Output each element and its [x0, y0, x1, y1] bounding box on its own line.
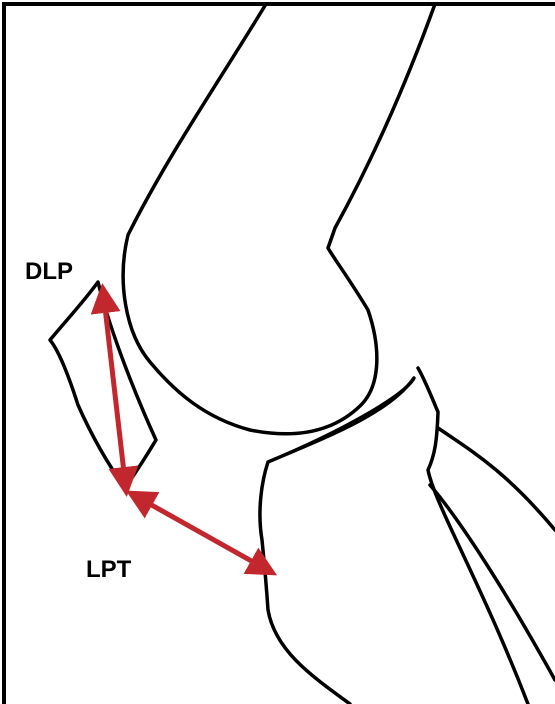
patella-outline [50, 282, 156, 488]
dlp-label: DLP [25, 258, 73, 285]
lpt-label: LPT [86, 556, 132, 583]
tibia-outline [260, 368, 528, 704]
femur-outline [123, 4, 435, 434]
frame-border [4, 4, 555, 704]
lpt-arrow [132, 494, 271, 572]
fibula-outline [430, 428, 555, 680]
